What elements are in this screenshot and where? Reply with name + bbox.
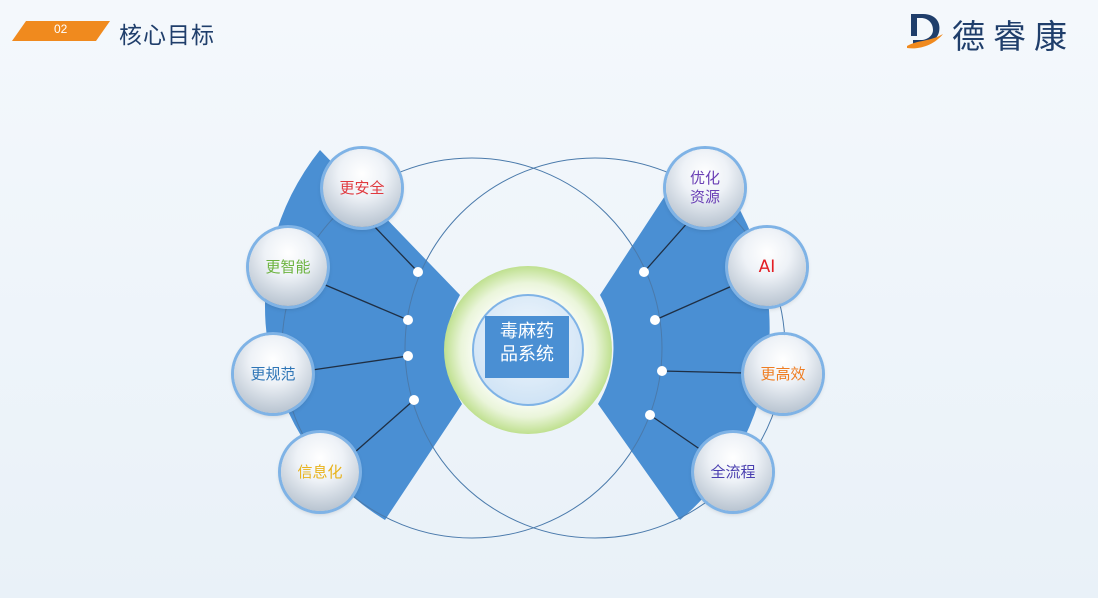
goal-bubble-ai: AI: [728, 228, 806, 306]
goal-label-optimize-resources: 优化 资源: [690, 169, 720, 207]
center-label-line1: 毒麻药: [500, 321, 554, 342]
center-label-line2: 品系统: [500, 344, 554, 365]
goal-bubble-optimize-resources: 优化 资源: [666, 149, 744, 227]
goal-label-full-process: 全流程: [710, 462, 756, 481]
goal-bubble-standardized: 更规范: [234, 335, 312, 413]
section-number-badge: 02: [12, 21, 110, 41]
goal-label-standardized: 更规范: [250, 364, 296, 383]
goal-label-optimize-line2: 资源: [689, 188, 720, 206]
goal-bubble-smarter: 更智能: [249, 228, 327, 306]
goal-label-efficient: 更高效: [760, 364, 806, 383]
goal-bubble-efficient: 更高效: [744, 335, 822, 413]
goal-label-ai: AI: [758, 256, 776, 277]
section-number: 02: [54, 22, 68, 36]
goal-label-smarter: 更智能: [265, 257, 311, 276]
goal-bubble-safer: 更安全: [323, 149, 401, 227]
logo-mark-icon: [907, 14, 943, 49]
badge-shape: [12, 21, 110, 41]
goal-label-optimize-line1: 优化: [689, 169, 720, 187]
goal-bubble-full-process: 全流程: [694, 433, 772, 511]
logo-text: 德睿康: [952, 17, 1075, 56]
right-fan-band: [598, 150, 770, 520]
goal-label-safer: 更安全: [339, 178, 385, 197]
page-title: 核心目标: [119, 23, 215, 49]
goal-label-informatization: 信息化: [297, 462, 343, 481]
goal-bubble-informatization: 信息化: [281, 433, 359, 511]
center-system-label: 毒麻药 品系统: [485, 316, 569, 378]
